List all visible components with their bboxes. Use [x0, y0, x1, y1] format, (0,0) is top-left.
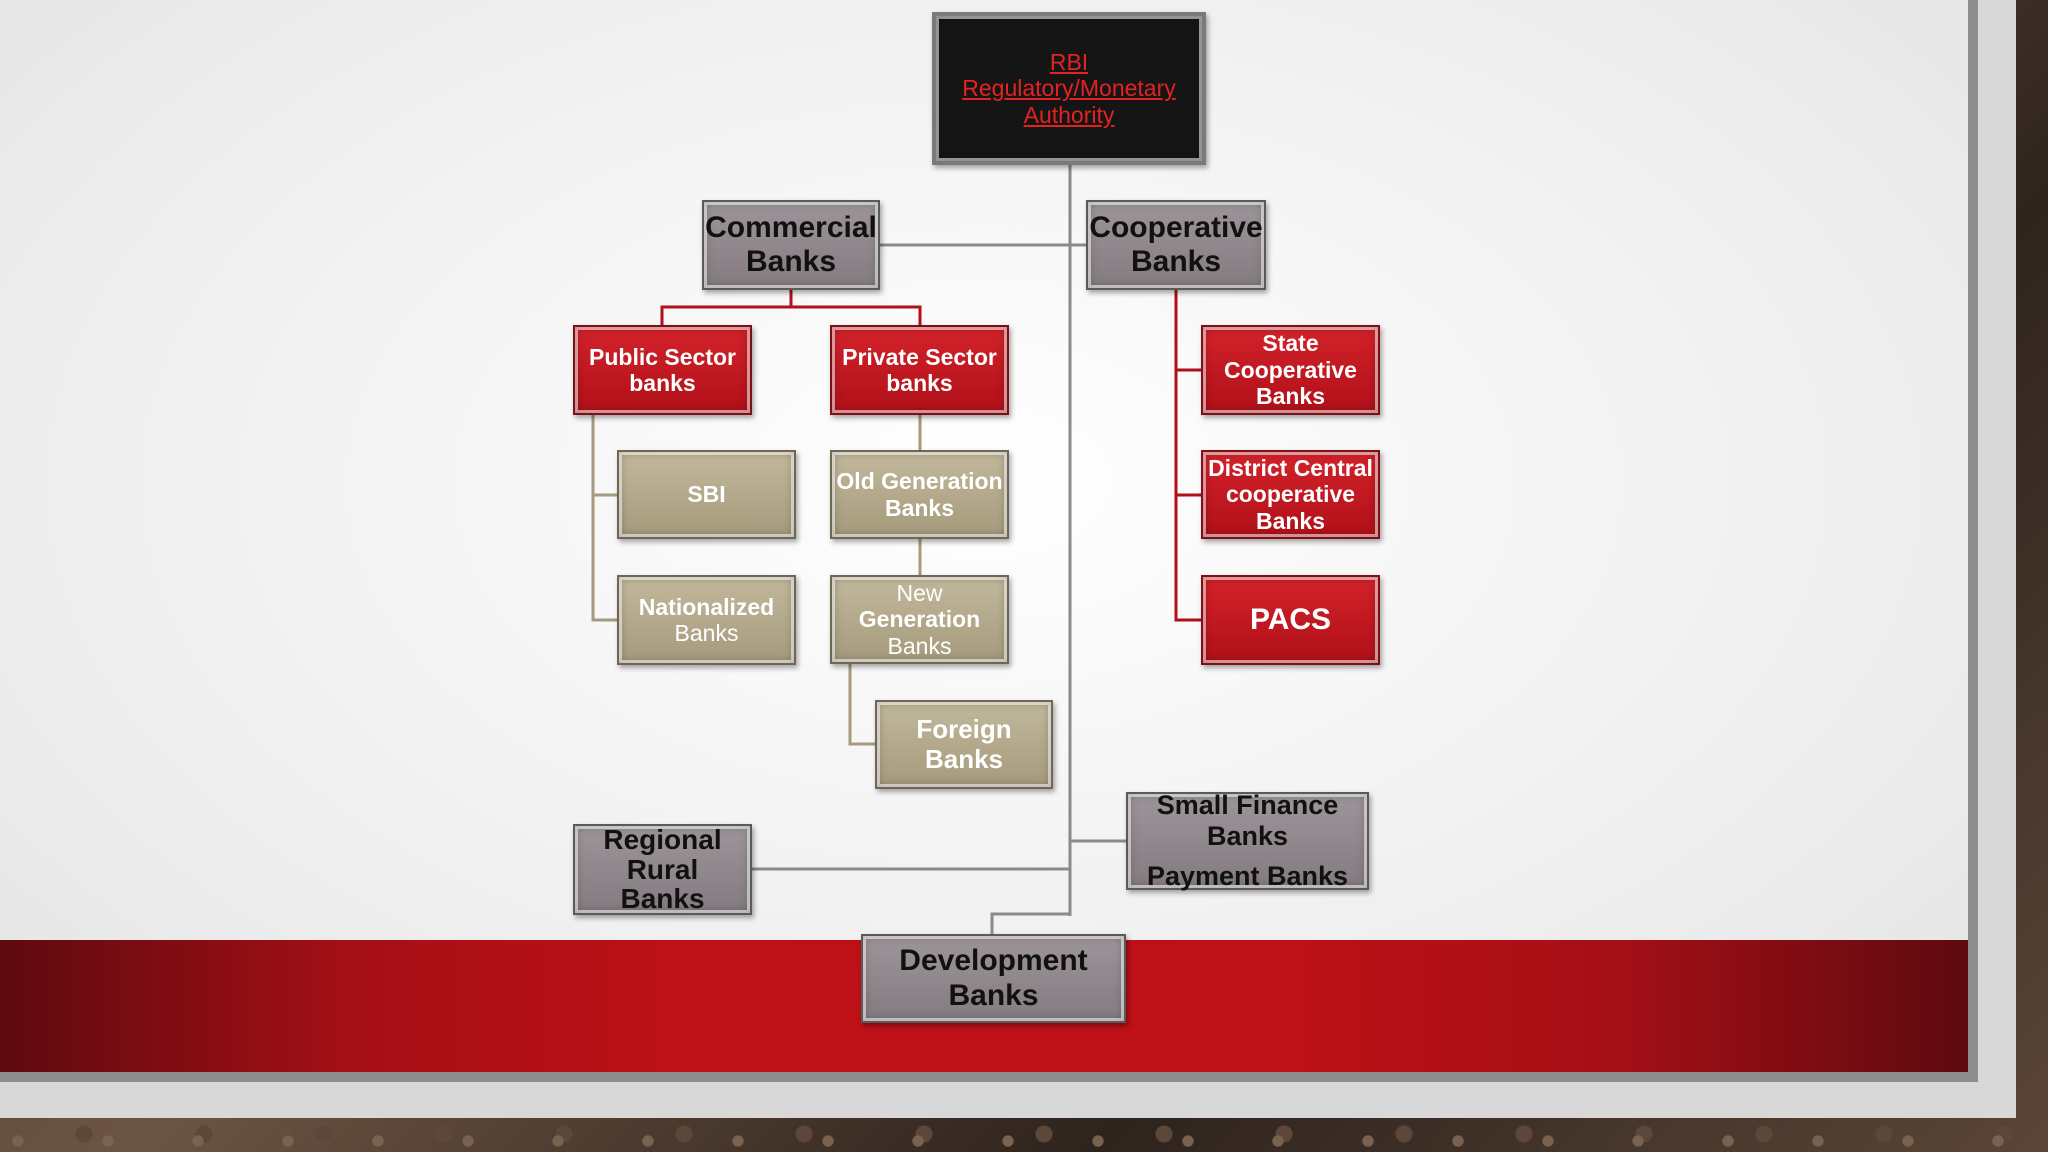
commercial-banks-label: Commercial Banks: [705, 210, 877, 279]
node-new-generation-banks: New Generation Banks: [830, 575, 1009, 664]
rbi-line-2[interactable]: Regulatory/Monetary: [962, 75, 1176, 102]
node-cooperative-banks: Cooperative Banks: [1086, 200, 1266, 290]
private-sector-label: Private Sector banks: [842, 343, 997, 396]
rbi-line-3[interactable]: Authority: [1023, 101, 1115, 128]
cooperative-banks-label: Cooperative Banks: [1089, 210, 1263, 279]
nationalized-line-2: Banks: [674, 620, 739, 646]
node-old-generation-banks: Old Generation Banks: [830, 450, 1009, 539]
slide: [0, 0, 1978, 1082]
node-sbi: SBI: [617, 450, 796, 539]
node-development-banks: Development Banks: [861, 934, 1126, 1023]
sbi-label: SBI: [687, 481, 726, 508]
node-rbi[interactable]: RBI Regulatory/Monetary Authority: [932, 12, 1206, 165]
node-private-sector-banks: Private Sector banks: [830, 325, 1009, 415]
new-generation-line-2: Generation: [858, 606, 981, 633]
payment-banks-label: Payment Banks: [1146, 860, 1349, 891]
node-small-finance-payment-banks: Small Finance Banks Payment Banks: [1126, 790, 1369, 891]
state-coop-label: State Cooperative Banks: [1224, 330, 1357, 410]
node-regional-rural-banks: Regional Rural Banks: [573, 824, 752, 915]
old-generation-label: Old Generation Banks: [836, 468, 1003, 521]
node-commercial-banks: Commercial Banks: [702, 200, 880, 290]
node-state-cooperative-banks: State Cooperative Banks: [1201, 325, 1380, 415]
rbi-line-1[interactable]: RBI: [1049, 48, 1089, 75]
district-coop-label: District Central cooperative Banks: [1208, 454, 1373, 534]
small-finance-label: Small Finance Banks: [1156, 790, 1339, 852]
nationalized-line-1: Nationalized: [638, 593, 775, 620]
node-foreign-banks: Foreign Banks: [875, 700, 1053, 789]
node-pacs: PACS: [1201, 575, 1380, 665]
pacs-label: PACS: [1249, 602, 1332, 636]
foreign-banks-label: Foreign Banks: [916, 713, 1012, 774]
node-public-sector-banks: Public Sector banks: [573, 325, 752, 415]
new-generation-line-3: Banks: [887, 632, 952, 659]
node-nationalized-banks: Nationalized Banks: [617, 575, 796, 665]
regional-rural-label: Regional Rural Banks: [603, 824, 722, 915]
public-sector-label: Public Sector banks: [589, 343, 736, 396]
development-banks-label: Development Banks: [899, 944, 1088, 1012]
node-district-central-cooperative-banks: District Central cooperative Banks: [1201, 450, 1380, 539]
new-generation-line-1: New: [896, 579, 943, 606]
